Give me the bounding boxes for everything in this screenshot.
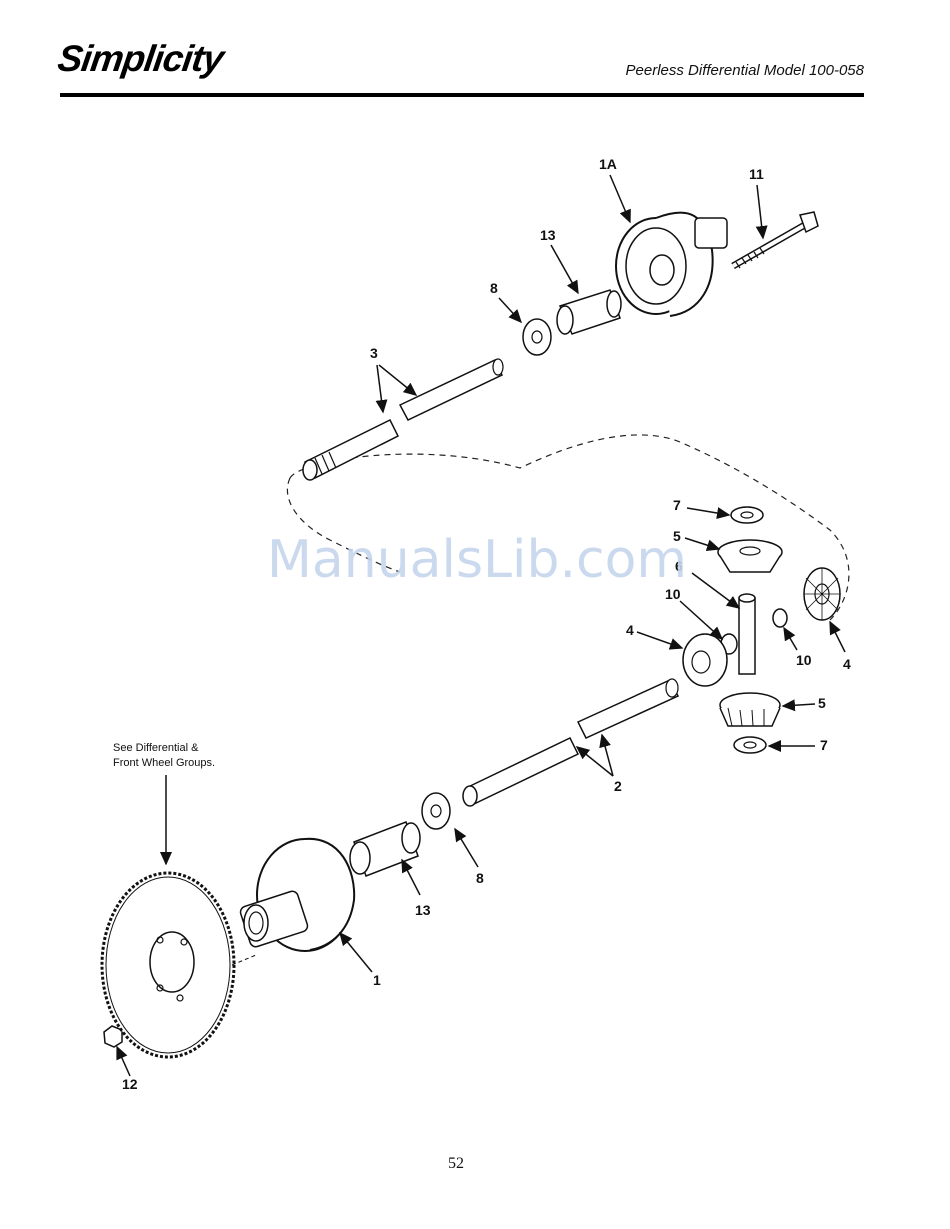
- axle-shaft-part-3: [303, 359, 503, 480]
- bolt-part-11: [733, 212, 818, 268]
- callout-5-bottom: 5: [818, 695, 826, 711]
- case-half-part-1a: [616, 213, 727, 316]
- bushing-part-13-top: [557, 290, 621, 334]
- cross-shaft-part-6: [739, 594, 755, 674]
- callout-4-right: 4: [843, 656, 851, 672]
- callout-1a: 1A: [599, 156, 617, 172]
- page-number: 52: [448, 1155, 464, 1173]
- side-gear-part-5-top: [718, 540, 782, 572]
- side-gear-part-5-bottom: [720, 693, 780, 726]
- assembly-group-outline: [287, 435, 849, 620]
- callout-7-top: 7: [673, 497, 681, 513]
- callout-8-top: 8: [490, 280, 498, 296]
- callout-8-bottom: 8: [476, 870, 484, 886]
- sprocket: [102, 873, 234, 1057]
- washer-part-8-top: [523, 319, 551, 355]
- callout-4-left: 4: [626, 622, 634, 638]
- callout-10-right: 10: [796, 652, 812, 668]
- washer-part-10-right: [773, 609, 787, 627]
- callout-12: 12: [122, 1076, 138, 1092]
- watermark: ManualsLib.com: [267, 530, 687, 590]
- thrust-washer-part-7-bottom: [734, 737, 766, 753]
- callout-2: 2: [614, 778, 622, 794]
- thrust-washer-part-7-top: [731, 507, 763, 523]
- callout-7-bottom: 7: [820, 737, 828, 753]
- case-half-part-1: [239, 839, 354, 951]
- callout-11: 11: [749, 166, 764, 182]
- callout-3: 3: [370, 345, 378, 361]
- callout-13-bottom: 13: [415, 902, 431, 918]
- pinion-gear-part-4-right: [804, 568, 840, 620]
- reference-note: See Differential & Front Wheel Groups.: [113, 741, 215, 771]
- reference-note-line-2: Front Wheel Groups.: [113, 756, 215, 771]
- reference-note-line-1: See Differential &: [113, 741, 215, 756]
- bushing-part-13-bottom: [350, 822, 420, 876]
- callout-13-top: 13: [540, 227, 556, 243]
- axle-shaft-part-2: [463, 679, 678, 806]
- pinion-gear-part-4-left: [683, 634, 727, 686]
- washer-part-8-bottom: [422, 793, 450, 829]
- sprocket-alignment-line: [232, 955, 256, 965]
- callout-1: 1: [373, 972, 381, 988]
